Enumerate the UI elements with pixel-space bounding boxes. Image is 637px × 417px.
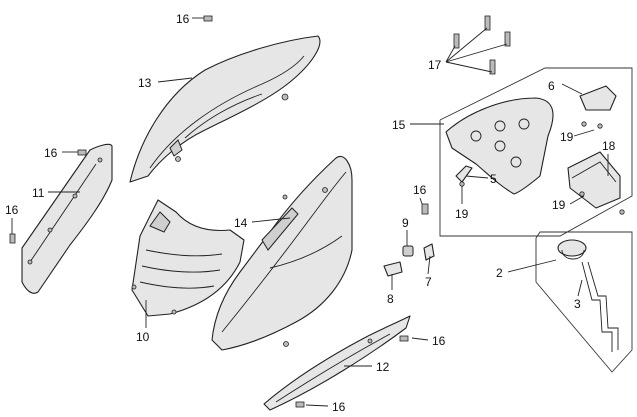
callout-17: 17 — [428, 58, 442, 72]
part-18-reflector-side — [567, 151, 621, 209]
callout-14: 14 — [234, 216, 248, 230]
part-10-rear-center-cover — [131, 199, 245, 317]
callout-19-mid: 19 — [455, 207, 469, 221]
callout-9: 9 — [402, 216, 409, 230]
callout-18: 18 — [602, 139, 616, 153]
part-14-side-cover — [211, 156, 353, 351]
callout-6: 6 — [548, 79, 555, 93]
part-8-bracket — [383, 261, 403, 277]
callout-13: 13 — [138, 76, 152, 90]
assembly-box-lower-bracket — [535, 231, 633, 373]
assembly-box-rear-carrier — [439, 67, 633, 237]
callout-7: 7 — [425, 275, 432, 289]
callout-2: 2 — [496, 266, 503, 280]
callout-16-top: 16 — [176, 12, 190, 26]
callout-16-left: 16 — [44, 146, 58, 160]
part-12-floor-side-strip — [263, 315, 411, 411]
part-15-rear-carrier — [445, 97, 554, 195]
leader-lines — [11, 17, 609, 407]
part-2-mount-bracket — [557, 239, 587, 260]
part-3-tube — [581, 261, 619, 352]
callout-5: 5 — [490, 172, 497, 186]
callout-3: 3 — [574, 297, 581, 311]
callout-10: 10 — [136, 330, 150, 344]
part-7-clip — [423, 243, 435, 261]
callout-16-lower: 16 — [432, 334, 446, 348]
callout-15: 15 — [392, 118, 406, 132]
callout-11: 11 — [32, 186, 45, 200]
callout-16-far-left: 16 — [5, 203, 19, 217]
part-6-reflector-upper — [579, 85, 617, 111]
part-9-grommet — [402, 245, 414, 257]
part-11-side-strip — [21, 143, 113, 294]
callout-labels: 16 13 17 6 15 19 18 16 11 16 5 19 16 19 … — [5, 12, 616, 414]
callout-16-mid: 16 — [413, 183, 427, 197]
callout-16-bottom: 16 — [332, 400, 346, 414]
callout-12: 12 — [376, 360, 390, 374]
callout-8: 8 — [387, 292, 394, 306]
callout-19-upper: 19 — [560, 130, 574, 144]
callout-19-right: 19 — [552, 198, 566, 212]
part-5-hook — [455, 165, 473, 183]
part-13-rear-upper-cover — [129, 35, 321, 183]
fastener-screws — [9, 15, 625, 408]
